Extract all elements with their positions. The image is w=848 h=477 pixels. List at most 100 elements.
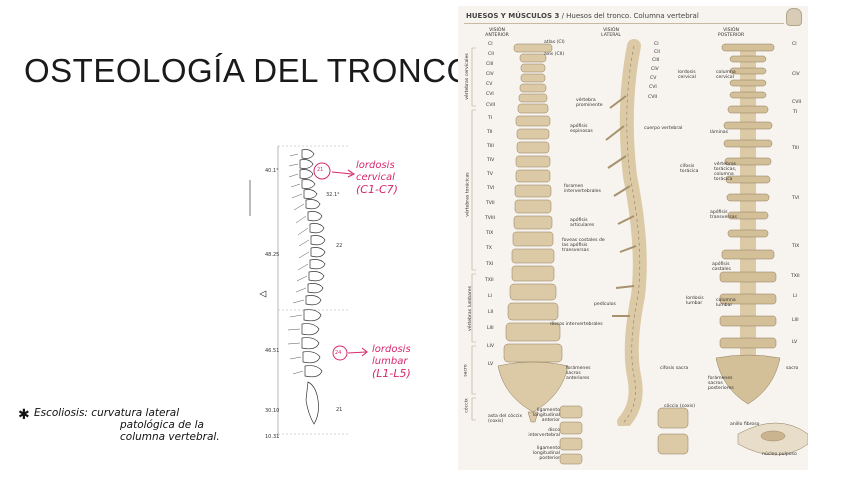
left-level-t7: TVII (486, 201, 495, 206)
note-line: patológica de la (120, 419, 220, 431)
sketch-side-number-3: 21 (336, 407, 342, 413)
note-line: Escoliosis: curvatura lateral (34, 407, 220, 419)
note-lordosis-lumbar: lordosis lumbar (L1-L5) (372, 344, 411, 380)
skull-icon (786, 8, 802, 26)
label-atlas: atlas (CI) (544, 40, 565, 45)
region-label-cervical: vértebras cervicales (465, 53, 470, 100)
note-line: (L1-L5) (372, 368, 411, 380)
label-lordosis-cervical: lordosis cervical (678, 70, 708, 80)
left-level-c6: CVI (486, 92, 494, 97)
spine-anterior-illustration (488, 36, 578, 426)
label-columna-lumbar: columna lumbar (716, 298, 746, 308)
level-label-c6: CVI (649, 85, 657, 90)
left-level-t10: TX (486, 246, 492, 251)
plate-header: HUESOS Y MÚSCULOS 3 / Huesos del tronco.… (466, 12, 699, 20)
note-line: lordosis (356, 160, 398, 172)
label-disco-intervertebral: disco intervertebral (524, 428, 560, 438)
left-level-c4: CIV (486, 72, 494, 77)
label-sacro: sacro (786, 366, 798, 371)
plate-header-subtitle: / Huesos del tronco. Columna vertebral (562, 12, 699, 20)
level-label-c5: CV (650, 76, 656, 81)
left-level-t12: TXII (485, 278, 494, 283)
sketch-angle-2: 48.25 (265, 252, 279, 258)
circled-label-1: 21 (317, 167, 323, 173)
label-foramenes-posteriores: forámenes sacros posteriores (708, 376, 744, 391)
note-line: (C1-C7) (356, 184, 398, 196)
region-label-lumbar: vértebras lumbares (468, 286, 473, 331)
right-level-c4: CIV (792, 72, 800, 77)
left-level-t9: TIX (486, 231, 493, 236)
left-level-t3: TIII (487, 144, 494, 149)
scoliosis-note: Escoliosis: curvatura lateral patológica… (34, 407, 220, 443)
label-apofisis-articulares: apófisis articulares (570, 218, 602, 228)
label-ligamento-anterior: ligamento longitudinal anterior (524, 408, 560, 423)
right-level-c1: CI (792, 42, 797, 47)
right-level-l3: LIII (792, 318, 799, 323)
right-level-t1: TI (793, 110, 797, 115)
label-apofisis-transversas: apófisis transversas (710, 210, 742, 220)
left-level-t11: TXI (486, 262, 493, 267)
right-level-c7: CVII (792, 100, 801, 105)
right-level-t6: TVI (792, 196, 799, 201)
right-level-l1: LI (793, 294, 797, 299)
label-vertebras-toracicas: vértebras torácicas, columna torácica (714, 162, 752, 182)
left-level-t1: TI (488, 116, 492, 121)
right-level-l5: LV (792, 340, 797, 345)
left-level-c3: CIII (486, 62, 493, 67)
label-axis: axis (CII) (544, 52, 564, 57)
left-level-c5: CV (486, 82, 492, 87)
label-columna-cervical: columna cervical (716, 70, 746, 80)
asterisk-icon: ✱ (18, 407, 30, 423)
label-coccix: cóccix (coxis) (664, 404, 695, 409)
circled-label-2: 24 (335, 350, 341, 356)
label-vertebra-prominente: vértebra prominente (576, 98, 610, 108)
label-ligamento-posterior: ligamento longitudinal posterior (524, 446, 560, 461)
level-label-c2: CII (654, 50, 660, 55)
region-label-coccyx: cóccix (465, 398, 470, 412)
label-anillo-fibroso: anillo fibroso (730, 422, 759, 427)
slide-title: OSTEOLOGÍA DEL TRONCO (24, 52, 473, 90)
level-label-c3: CIII (652, 58, 659, 63)
right-level-t12: TXII (791, 274, 800, 279)
label-asta-coccix: asta del cóccix (coxis) (488, 414, 528, 424)
region-label-thoracic: vértebras torácicas (466, 172, 471, 216)
label-foveas-costales: foveas costales de las apófisis transver… (562, 238, 606, 253)
sketch-angle-1: 40.1° (265, 168, 279, 174)
note-lordosis-cervical: lordosis cervical (C1-C7) (356, 160, 398, 196)
left-level-c1: CI (488, 42, 493, 47)
plate-header-section: HUESOS Y MÚSCULOS 3 (466, 12, 559, 20)
note-line: columna vertebral. (120, 431, 220, 443)
left-level-t5: TV (487, 172, 493, 177)
label-cuerpo-vertebral: cuerpo vertebral (644, 126, 682, 131)
left-level-l1: LI (488, 294, 492, 299)
label-foramen-intervertebrales: foramen intervertebrales (564, 184, 604, 194)
label-nucleo-pulposo: núcleo pulposo (762, 452, 797, 457)
label-cifosis-sacra: cifosis sacra (660, 366, 688, 371)
label-cifosis-toracica: cifosis torácica (680, 164, 710, 174)
sketch-angle-5: 10.31 (265, 434, 279, 440)
left-level-c2: CII (488, 52, 494, 57)
left-level-t2: TII (487, 130, 493, 135)
level-label-c7: CVII (648, 95, 657, 100)
right-level-t9: TIX (792, 244, 799, 249)
spine-anatomy-plate: HUESOS Y MÚSCULOS 3 / Huesos del tronco.… (458, 6, 808, 470)
label-foramenes-anteriores: forámenes sacros anteriores (566, 366, 602, 381)
left-level-t6: TVI (487, 186, 494, 191)
label-apofisis-espinosas: apófisis espinosas (570, 124, 600, 134)
level-label-c1: CI (654, 42, 659, 47)
left-level-t8: TVIII (485, 216, 495, 221)
left-level-l4: LIV (487, 344, 494, 349)
left-level-l5: LV (488, 362, 493, 367)
left-level-t4: TIV (487, 158, 494, 163)
left-level-l3: LIII (487, 326, 494, 331)
header-rule (464, 23, 784, 24)
label-laminas: láminas (710, 130, 728, 135)
right-level-t3: TIII (792, 146, 799, 151)
note-line: lordosis (372, 344, 411, 356)
left-level-c7: CVII (486, 103, 495, 108)
left-level-l2: LII (488, 310, 493, 315)
label-apofisis-costales: apófisis costales (712, 262, 742, 272)
region-label-sacrum: sacro (464, 364, 469, 376)
level-label-c4: CIV (651, 67, 659, 72)
spine-posterior-illustration (708, 36, 788, 426)
